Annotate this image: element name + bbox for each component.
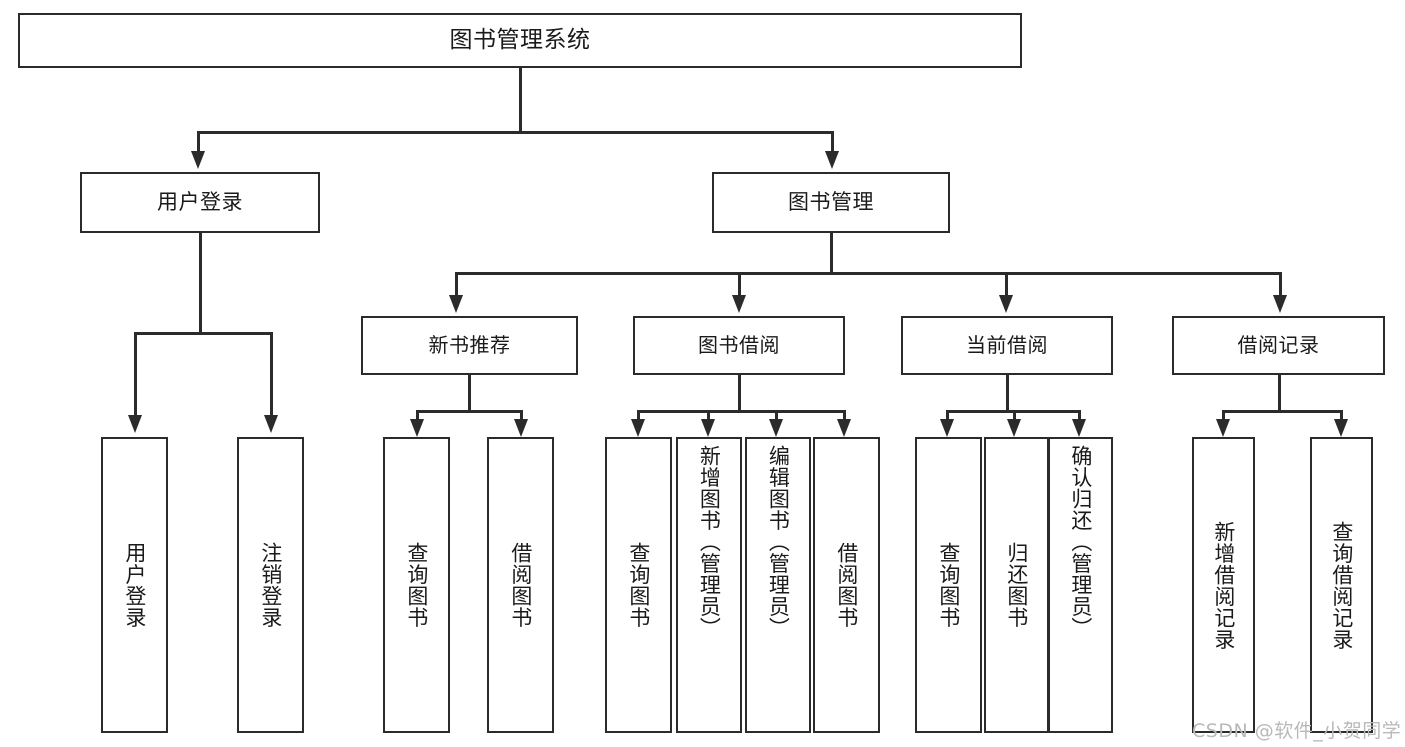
arrowhead-level2-2: [732, 295, 746, 313]
leaf-borrow-book-2[interactable]: 借阅图书: [813, 437, 880, 733]
leaf-query-borrow-record-label: 查询借阅记录: [1329, 520, 1354, 650]
connector-user-login-bus: [134, 332, 272, 335]
connector-cb-drop-1: [946, 410, 949, 422]
connector-bb-drop-3: [775, 410, 778, 422]
leaf-return-book-label: 归还图书: [1004, 542, 1029, 628]
connector-level2-drop-1: [455, 272, 458, 297]
node-book-manage[interactable]: 图书管理: [712, 172, 950, 233]
connector-user-login-drop-1: [134, 332, 137, 417]
arrowhead-bb-1: [631, 419, 645, 437]
leaf-logout-login[interactable]: 注销登录: [237, 437, 304, 733]
connector-root-stem: [519, 68, 522, 133]
connector-level2-drop-2: [738, 272, 741, 297]
leaf-query-book-2[interactable]: 查询图书: [605, 437, 672, 733]
connector-br-stem: [1278, 375, 1281, 412]
node-current-borrow[interactable]: 当前借阅: [901, 316, 1113, 375]
connector-cb-drop-2: [1013, 410, 1016, 422]
node-user-login[interactable]: 用户登录: [80, 172, 320, 233]
arrowhead-cb-3: [1072, 419, 1086, 437]
arrowhead-level1-1: [191, 151, 205, 169]
leaf-add-borrow-record-label: 新增借阅记录: [1211, 520, 1236, 650]
connector-level1-drop-1: [197, 131, 200, 153]
node-user-login-label: 用户登录: [157, 190, 243, 215]
leaf-query-borrow-record[interactable]: 查询借阅记录: [1310, 437, 1373, 733]
connector-user-login-stem: [199, 233, 202, 334]
leaf-query-book-3[interactable]: 查询图书: [915, 437, 982, 733]
connector-br-bus: [1222, 410, 1342, 413]
leaf-borrow-book-2-label: 借阅图书: [834, 542, 859, 628]
connector-bb-bus: [637, 410, 845, 413]
connector-br-drop-2: [1340, 410, 1343, 422]
leaf-confirm-return-admin-label: 确认归还（管理员）: [1068, 445, 1093, 639]
node-root-label: 图书管理系统: [449, 26, 591, 53]
arrowhead-level2-4: [1273, 295, 1287, 313]
connector-cb-bus: [946, 410, 1078, 413]
connector-book-manage-stem: [830, 233, 833, 274]
leaf-return-book[interactable]: 归还图书: [984, 437, 1049, 733]
connector-level1-drop-2: [831, 131, 834, 153]
csdn-watermark: CSDN @软件_小贺同学: [1192, 720, 1402, 742]
arrowhead-level1-2: [825, 151, 839, 169]
node-book-borrow[interactable]: 图书借阅: [633, 316, 845, 375]
node-new-book-recommend[interactable]: 新书推荐: [361, 316, 578, 375]
connector-level2-drop-3: [1005, 272, 1008, 297]
leaf-add-book-admin-label: 新增图书（管理员）: [697, 445, 722, 639]
connector-bb-stem: [738, 375, 741, 412]
connector-level2-bus: [455, 272, 1281, 275]
arrowhead-br-2: [1334, 419, 1348, 437]
leaf-query-book-1-label: 查询图书: [404, 542, 429, 628]
arrowhead-level2-3: [999, 295, 1013, 313]
connector-nbr-drop-2: [520, 410, 523, 422]
arrowhead-cb-2: [1007, 419, 1021, 437]
connector-user-login-drop-2: [270, 332, 273, 417]
arrowhead-cb-1: [940, 419, 954, 437]
connector-level2-drop-4: [1279, 272, 1282, 297]
leaf-add-borrow-record[interactable]: 新增借阅记录: [1192, 437, 1255, 733]
node-root[interactable]: 图书管理系统: [18, 13, 1022, 68]
node-book-borrow-label: 图书借阅: [698, 332, 780, 357]
leaf-user-login[interactable]: 用户登录: [101, 437, 168, 733]
arrowhead-bb-2: [701, 419, 715, 437]
arrowhead-nbr-2: [514, 419, 528, 437]
leaf-query-book-3-label: 查询图书: [936, 542, 961, 628]
node-book-manage-label: 图书管理: [788, 190, 874, 215]
leaf-query-book-2-label: 查询图书: [626, 542, 651, 628]
leaf-add-book-admin[interactable]: 新增图书（管理员）: [676, 437, 742, 733]
leaf-borrow-book-1[interactable]: 借阅图书: [487, 437, 554, 733]
node-borrow-record-label: 借阅记录: [1237, 332, 1320, 357]
connector-nbr-stem: [468, 375, 471, 412]
arrowhead-user-login-1: [128, 415, 142, 433]
node-new-book-recommend-label: 新书推荐: [428, 332, 511, 357]
connector-bb-drop-2: [707, 410, 710, 422]
leaf-query-book-1[interactable]: 查询图书: [383, 437, 450, 733]
leaf-confirm-return-admin[interactable]: 确认归还（管理员）: [1048, 437, 1113, 733]
node-current-borrow-label: 当前借阅: [966, 332, 1048, 357]
leaf-edit-book-admin-label: 编辑图书（管理员）: [766, 445, 791, 639]
connector-bb-drop-1: [637, 410, 640, 422]
connector-nbr-bus: [416, 410, 522, 413]
arrowhead-br-1: [1216, 419, 1230, 437]
arrowhead-bb-4: [837, 419, 851, 437]
arrowhead-user-login-2: [264, 415, 278, 433]
leaf-logout-login-label: 注销登录: [258, 542, 283, 628]
connector-cb-stem: [1006, 375, 1009, 412]
connector-nbr-drop-1: [416, 410, 419, 422]
connector-br-drop-1: [1222, 410, 1225, 422]
leaf-user-login-label: 用户登录: [122, 542, 147, 628]
connector-bb-drop-4: [843, 410, 846, 422]
leaf-borrow-book-1-label: 借阅图书: [508, 542, 533, 628]
arrowhead-level2-1: [449, 295, 463, 313]
arrowhead-bb-3: [769, 419, 783, 437]
node-borrow-record[interactable]: 借阅记录: [1172, 316, 1385, 375]
leaf-edit-book-admin[interactable]: 编辑图书（管理员）: [745, 437, 811, 733]
connector-cb-drop-3: [1078, 410, 1081, 422]
connector-level1-bus: [197, 131, 834, 134]
arrowhead-nbr-1: [410, 419, 424, 437]
